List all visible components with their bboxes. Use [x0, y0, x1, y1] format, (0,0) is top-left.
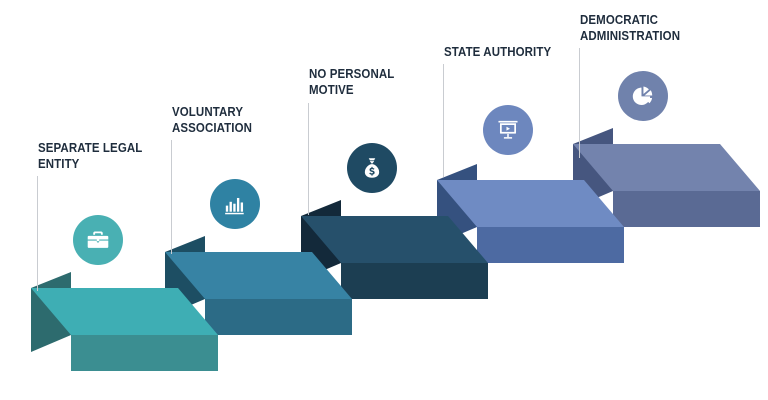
step-icon-3-circle[interactable] [347, 143, 397, 193]
step-block-3-front [341, 263, 488, 299]
step-block-4[interactable] [437, 164, 624, 263]
step-block-1-top [31, 288, 218, 335]
connector-line-5 [579, 48, 580, 158]
step-label-democratic-administration: DEMOCRATIC ADMINISTRATION [580, 13, 681, 43]
connector-line-2 [171, 140, 172, 254]
step-block-5[interactable] [573, 128, 760, 227]
bar-chart-icon [224, 197, 244, 214]
step-block-1-front [71, 335, 218, 371]
step-block-5-top [573, 144, 760, 191]
step-block-3[interactable] [301, 200, 488, 299]
money-bag-icon [364, 158, 380, 178]
step-label-state-authority: STATE AUTHORITY [444, 45, 552, 59]
connector-line-3 [308, 103, 309, 215]
step-icon-4-circle[interactable] [483, 105, 533, 155]
step-label-no-personal-motive: NO PERSONAL MOTIVE [309, 67, 395, 97]
step-icon-2-circle[interactable] [210, 179, 260, 229]
briefcase-icon [87, 231, 109, 248]
connector-line-4 [443, 64, 444, 177]
step-label-separate-legal-entity: SEPARATE LEGAL ENTITY [38, 141, 143, 171]
step-label-voluntary-association: VOLUNTARY ASSOCIATION [172, 105, 253, 135]
step-block-1[interactable] [31, 272, 218, 371]
step-block-2-front [205, 299, 352, 335]
pie-chart-icon [632, 86, 653, 105]
step-block-2[interactable] [165, 236, 352, 335]
step-block-4-top [437, 180, 624, 227]
presentation-board-icon [498, 120, 518, 139]
step-block-2-top [165, 252, 352, 299]
connector-line-1 [37, 176, 38, 291]
step-block-5-front [613, 191, 760, 227]
step-block-3-top [301, 216, 488, 263]
step-block-3-side [301, 200, 341, 280]
step-icon-1-circle[interactable] [73, 215, 123, 265]
step-block-4-front [477, 227, 624, 263]
step-icon-5-circle[interactable] [618, 71, 668, 121]
